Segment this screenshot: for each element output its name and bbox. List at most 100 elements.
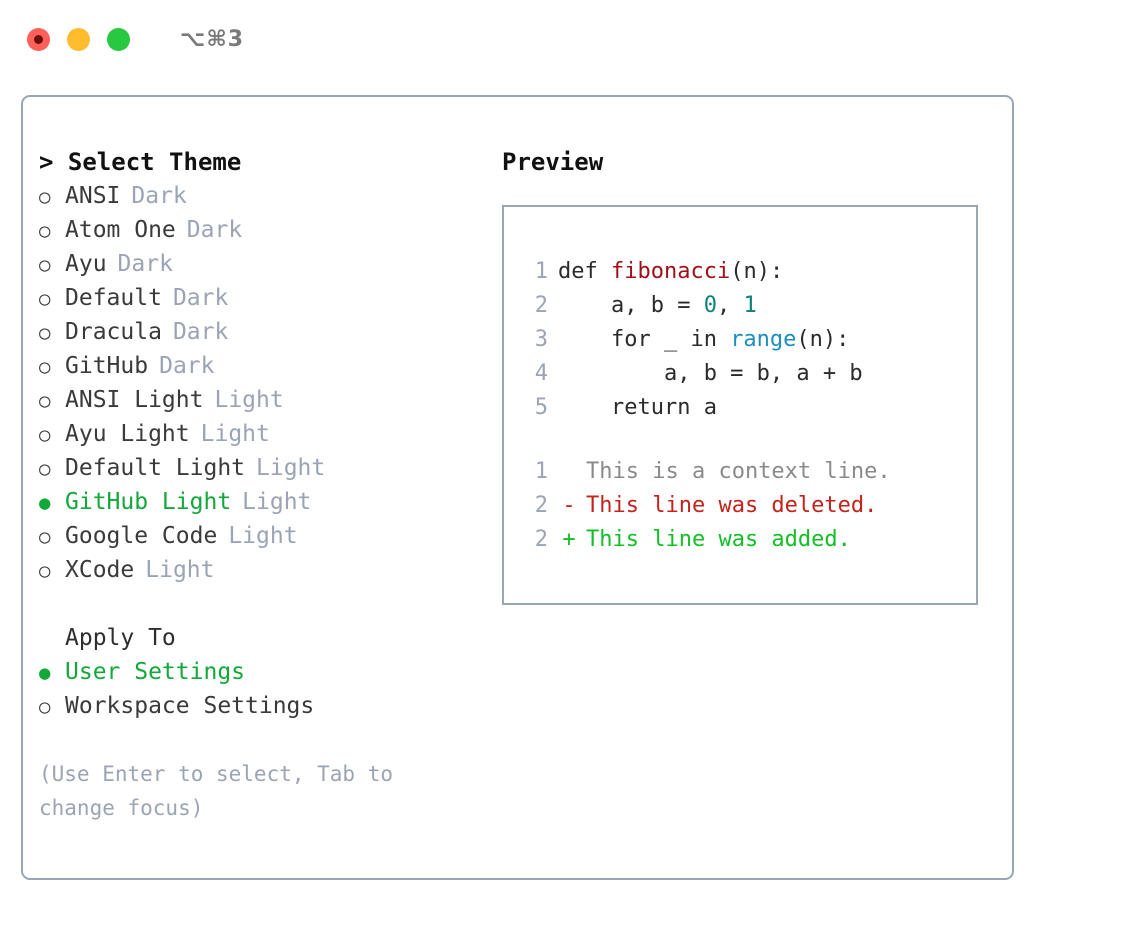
theme-option-name: Atom One	[65, 217, 176, 243]
theme-option-variant: Dark	[131, 183, 187, 209]
theme-option-variant: Light	[256, 455, 326, 481]
theme-option-github[interactable]: ○ GitHub Dark	[39, 349, 509, 383]
code-line-number: 3	[534, 327, 548, 352]
radio-unselected-icon: ○	[39, 696, 51, 718]
theme-option-name: GitHub	[65, 353, 149, 379]
theme-option-name: Google Code	[65, 523, 218, 549]
theme-option-name: Dracula	[65, 319, 162, 345]
theme-option-variant: Dark	[172, 319, 229, 345]
code-line: 5 return a	[522, 391, 976, 425]
theme-option-google-code[interactable]: ○ Google Code Light	[39, 519, 509, 553]
theme-option-ayu[interactable]: ○ Ayu Dark	[39, 247, 509, 281]
theme-option-ansi-light[interactable]: ○ ANSI Light Light	[39, 383, 509, 417]
code-line-text: for _ in range(n):	[558, 323, 849, 357]
diff-line-number: 1	[534, 459, 548, 484]
code-line-text: a, b = 0, 1	[558, 289, 757, 323]
theme-option-github-light[interactable]: ● GitHub Light Light	[39, 485, 509, 519]
diff-sample: 1 This is a context line.2-This line was…	[522, 455, 976, 557]
minimize-button-icon[interactable]	[67, 27, 90, 51]
preview-title: Preview	[502, 148, 604, 176]
code-token-num: 0	[703, 293, 717, 318]
diff-line-number: 2	[534, 493, 548, 518]
theme-option-xcode[interactable]: ○ XCode Light	[39, 553, 509, 587]
theme-option-variant: Dark	[159, 353, 215, 379]
theme-option-name: Ayu Light	[65, 421, 190, 447]
theme-option-variant: Light	[200, 421, 270, 447]
code-token-call: range	[730, 327, 797, 352]
theme-option-variant: Dark	[172, 285, 229, 311]
close-button-icon[interactable]	[27, 27, 50, 51]
theme-option-name: Default Light	[65, 455, 246, 481]
apply-to-option-user-settings[interactable]: ● User Settings	[39, 655, 509, 689]
theme-option-name: Default	[65, 285, 162, 311]
radio-selected-icon: ●	[39, 662, 51, 684]
page-title: > Select Theme	[39, 148, 242, 176]
theme-option-name: ANSI Light	[65, 387, 204, 413]
theme-option-variant: Dark	[117, 251, 173, 277]
theme-option-name: ANSI	[65, 183, 121, 209]
code-line-number: 2	[534, 293, 548, 318]
apply-to-option-name: Workspace Settings	[65, 693, 315, 719]
theme-option-variant: Light	[242, 489, 312, 515]
theme-option-variant: Light	[228, 523, 298, 549]
code-token-plain: for _ in	[558, 327, 731, 352]
code-line-text: a, b = b, a + b	[558, 357, 863, 391]
maximize-button-icon[interactable]	[107, 27, 130, 51]
theme-option-name: XCode	[65, 557, 135, 583]
title-bar: ⌥⌘3	[0, 0, 1140, 78]
radio-unselected-icon: ○	[39, 390, 51, 412]
radio-unselected-icon: ○	[39, 526, 51, 548]
window-controls	[27, 27, 130, 51]
code-line: 2 a, b = 0, 1	[522, 289, 976, 323]
radio-unselected-icon: ○	[39, 356, 51, 378]
theme-option-ayu-light[interactable]: ○ Ayu Light Light	[39, 417, 509, 451]
theme-option-variant: Dark	[186, 217, 243, 243]
code-line-text: def fibonacci(n):	[558, 255, 783, 289]
diff-marker-icon: +	[562, 527, 576, 552]
theme-option-default[interactable]: ○ Default Dark	[39, 281, 509, 315]
apply-to-label: Apply To	[65, 625, 176, 651]
theme-option-ansi[interactable]: ○ ANSI Dark	[39, 179, 509, 213]
code-token-plain: a, b =	[558, 293, 704, 318]
radio-unselected-icon: ○	[39, 288, 51, 310]
code-diff-separator	[522, 425, 976, 455]
diff-line-add: 2 + This line was added.	[522, 523, 976, 557]
radio-selected-icon: ●	[39, 492, 51, 514]
diff-marker-icon	[558, 455, 580, 489]
apply-to-option-workspace-settings[interactable]: ○ Workspace Settings	[39, 689, 509, 723]
theme-option-name: GitHub Light	[65, 489, 232, 515]
apply-to-list[interactable]: ● User Settings ○ Workspace Settings	[39, 655, 509, 723]
theme-option-name: Ayu	[65, 251, 107, 277]
code-token-plain: def	[558, 259, 611, 284]
theme-option-variant: Light	[145, 557, 215, 583]
code-token-plain: ,	[716, 293, 744, 318]
code-line: 4 a, b = b, a + b	[522, 357, 976, 391]
list-spacer	[39, 587, 509, 621]
diff-line-text: This is a context line.	[586, 459, 891, 484]
keyboard-hint-text: (Use Enter to select, Tab to change focu…	[39, 762, 394, 820]
diff-line-number: 2	[534, 527, 548, 552]
code-line-number: 1	[534, 259, 548, 284]
diff-line-ctx: 1 This is a context line.	[522, 455, 976, 489]
theme-option-variant: Light	[214, 387, 284, 413]
diff-line-text: This line was deleted.	[586, 493, 878, 518]
diff-line-text: This line was added.	[586, 527, 851, 552]
radio-unselected-icon: ○	[39, 424, 51, 446]
code-token-fn: fibonacci	[610, 259, 731, 284]
apply-to-option-name: User Settings	[65, 659, 246, 685]
radio-unselected-icon: ○	[39, 254, 51, 276]
radio-unselected-icon: ○	[39, 560, 51, 582]
code-token-plain: a, b = b, a + b	[558, 361, 863, 386]
code-token-plain: (n):	[796, 327, 850, 352]
radio-unselected-icon: ○	[39, 186, 51, 208]
